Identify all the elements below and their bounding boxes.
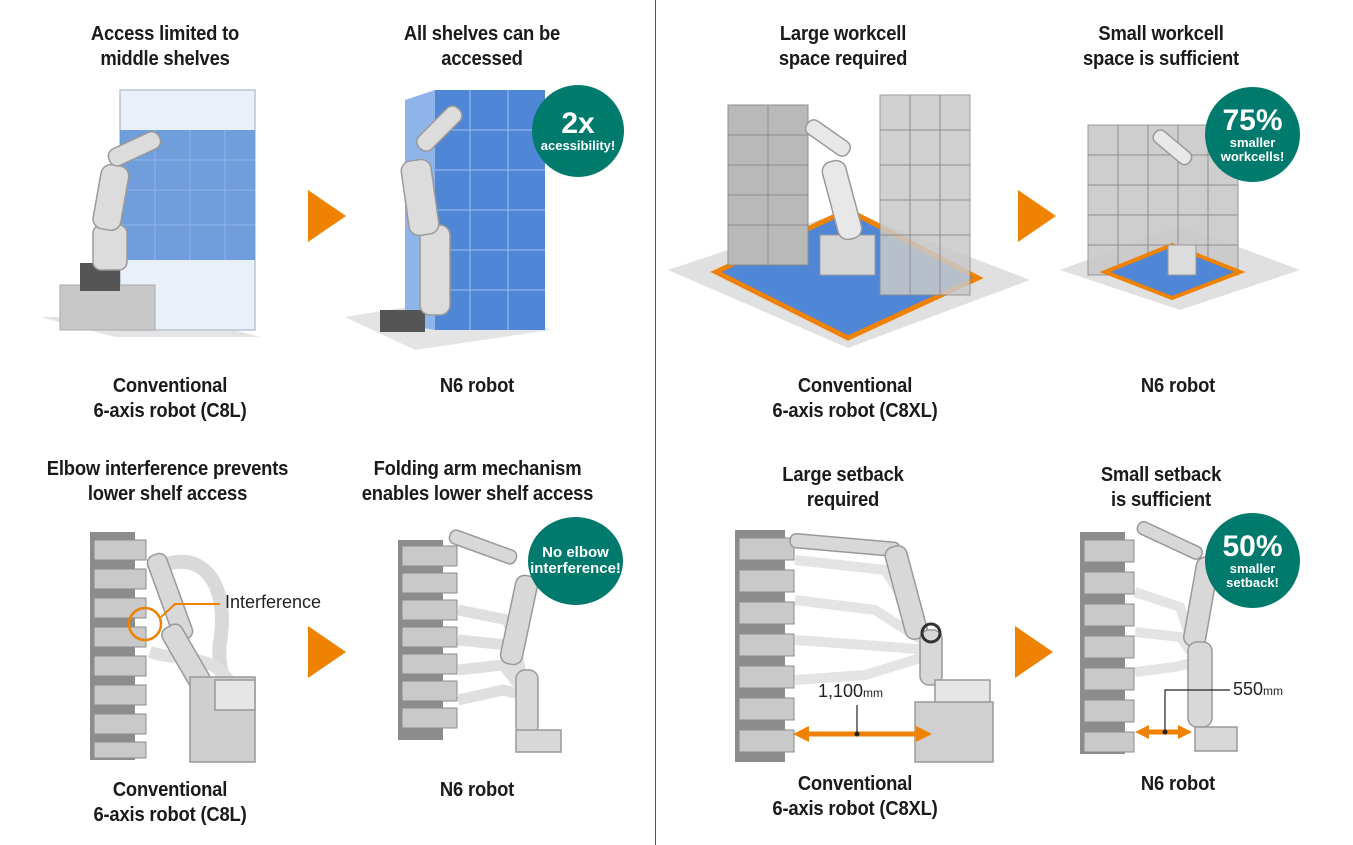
q3-interference-label: Interference <box>225 592 322 612</box>
q1-arrow <box>308 190 346 242</box>
q4-right-dimension: 550mm <box>1233 679 1284 699</box>
q4-right-label: N6 robot <box>1140 773 1216 795</box>
q4-left-illustration <box>735 530 994 763</box>
q4-setback-badge: 50% smaller setback! <box>1205 513 1300 608</box>
q4-left-dimension: 1,100mm <box>818 681 884 701</box>
q1-right-illustration <box>345 90 550 350</box>
q3-arrow <box>308 626 346 678</box>
q3-left-illustration <box>90 532 256 763</box>
q1-right-label: N6 robot <box>439 375 515 397</box>
q2-right-label: N6 robot <box>1140 375 1216 397</box>
q3-no-elbow-badge: No elbow interference! <box>528 517 623 605</box>
q1-accessibility-badge: 2x acessibility! <box>532 85 624 177</box>
q2-right-illustration <box>1060 124 1300 310</box>
q2-arrow <box>1018 190 1056 242</box>
center-divider <box>655 0 656 845</box>
q2-workcell-badge: 75% smaller workcells! <box>1205 87 1300 182</box>
q3-right-label: N6 robot <box>439 779 515 801</box>
q3-right-illustration <box>398 529 562 753</box>
q2-left-illustration <box>668 94 1030 348</box>
q1-left-illustration <box>40 89 260 337</box>
q4-arrow <box>1015 626 1053 678</box>
q4-right-illustration <box>1080 520 1238 754</box>
